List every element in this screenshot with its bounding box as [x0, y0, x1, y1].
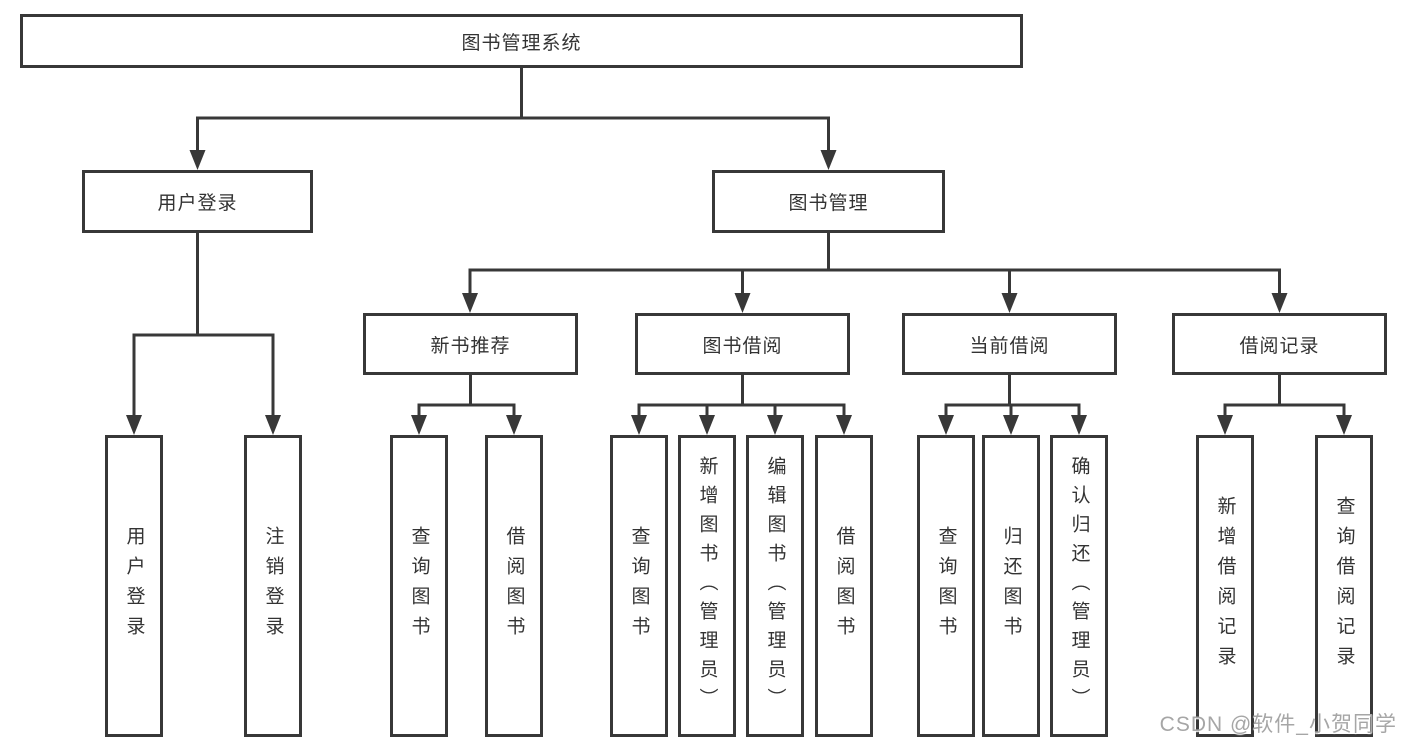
connector-borrow-record-children: [1217, 375, 1352, 435]
node-library-management-system: 图书管理系统: [20, 14, 1023, 68]
node-current-borrow: 当前借阅: [902, 313, 1117, 375]
leaf-current-query-books: 查询图书: [917, 435, 975, 737]
connector-book-borrow-children: [631, 375, 852, 435]
leaf-borrow-add-books-admin: 新增图书（管理员）: [678, 435, 736, 737]
connector-user-login-children: [126, 233, 281, 435]
connector-current-borrow-children: [938, 375, 1087, 435]
node-user-login: 用户登录: [82, 170, 313, 233]
node-book-management: 图书管理: [712, 170, 945, 233]
leaf-user-login: 用户登录: [105, 435, 163, 737]
leaf-current-return-books: 归还图书: [982, 435, 1040, 737]
leaf-newbook-query-books: 查询图书: [390, 435, 448, 737]
leaf-borrow-query-books: 查询图书: [610, 435, 668, 737]
connector-book-management-children: [462, 233, 1288, 313]
watermark: CSDN @软件_小贺同学: [1159, 713, 1397, 736]
leaf-borrow-edit-books-admin: 编辑图书（管理员）: [746, 435, 804, 737]
node-book-borrow: 图书借阅: [635, 313, 850, 375]
leaf-record-query-borrow-record: 查询借阅记录: [1315, 435, 1373, 737]
connector-root-to-level2: [189, 68, 837, 170]
node-new-book-recommend: 新书推荐: [363, 313, 578, 375]
leaf-current-confirm-return-admin: 确认归还（管理员）: [1050, 435, 1108, 737]
leaf-newbook-borrow-books: 借阅图书: [485, 435, 543, 737]
connector-new-book-children: [411, 375, 522, 435]
leaf-record-add-borrow-record: 新增借阅记录: [1196, 435, 1254, 737]
leaf-borrow-borrow-books: 借阅图书: [815, 435, 873, 737]
node-borrow-records: 借阅记录: [1172, 313, 1387, 375]
leaf-logout: 注销登录: [244, 435, 302, 737]
